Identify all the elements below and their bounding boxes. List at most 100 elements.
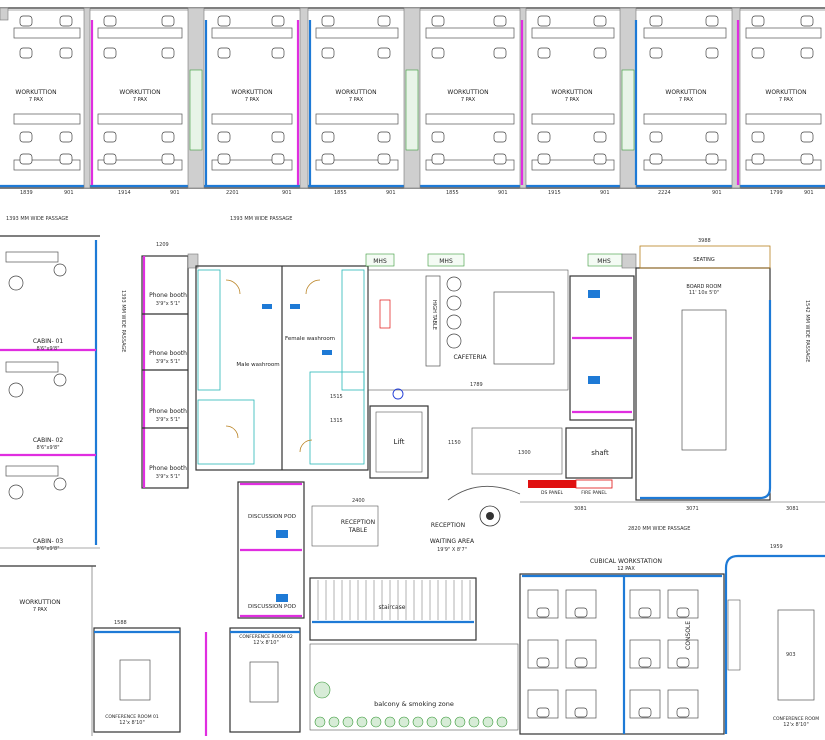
chair — [536, 707, 550, 718]
cabin-name: CABIN- 02 — [33, 437, 64, 444]
chair — [574, 657, 588, 668]
passage-label: 1542 MM WIDE PASSAGE — [804, 300, 810, 362]
workstation-pax: 7 PAX — [245, 97, 260, 103]
chair — [377, 131, 391, 143]
chair — [161, 153, 175, 165]
chair — [705, 131, 719, 143]
reception-waiting-label-2: WAITING AREA — [430, 538, 475, 545]
conference-room-size: 12'x 8'10" — [253, 640, 279, 646]
desk — [745, 113, 822, 125]
dimension: 2224 — [658, 190, 671, 196]
dimension: 1799 — [770, 190, 783, 196]
dimension: 903 — [786, 652, 796, 658]
chair — [800, 15, 814, 27]
workstation-pax: 7 PAX — [779, 97, 794, 103]
balcony: balcony & smoking zone — [309, 643, 519, 731]
chair — [705, 153, 719, 165]
plant — [440, 716, 452, 728]
passage-label: 1393 MM WIDE PASSAGE — [120, 290, 126, 352]
cubicle-desk — [565, 639, 597, 669]
chair — [751, 15, 765, 27]
phone-booth-size: 3'9"x 5'1" — [156, 474, 181, 480]
workstation-label: WORKUTTION — [551, 89, 592, 96]
desk — [643, 159, 727, 171]
chair — [19, 131, 33, 143]
passage-label: 2820 MM WIDE PASSAGE — [628, 526, 690, 532]
cabin-size: 8'6"x9'8" — [36, 445, 59, 451]
phone-booths: Phone booth 3'9"x 5'1" Phone booth 3'9"x… — [141, 253, 199, 489]
desk — [97, 27, 183, 39]
conference-room-name: CONFERENCE ROOM 01 — [105, 714, 159, 720]
desk — [643, 27, 727, 39]
board-room: SEATING BOARD ROOM 11' 10x 5'0" 1542 MM … — [635, 245, 810, 501]
balcony-label: balcony & smoking zone — [374, 700, 454, 708]
dimension: 1789 — [470, 382, 483, 388]
chair — [536, 607, 550, 618]
balcony-plants — [313, 681, 508, 728]
workstation-label: WORKUTTION — [119, 89, 160, 96]
chair — [593, 47, 607, 59]
chair — [431, 15, 445, 27]
workstation-label: WORKUTTION — [19, 599, 60, 606]
workstation-pax: 7 PAX — [679, 97, 694, 103]
chair — [638, 607, 652, 618]
board-room-size: 11' 10x 5'0" — [689, 290, 719, 296]
console-label: CONSOLE — [685, 621, 692, 650]
conference-room-name: CONFERENCE ROOM 02 — [239, 634, 293, 640]
mid-cabins: MHS — [569, 253, 637, 421]
bottom-left-workstations: WORKUTTION 7 PAX CONFERENCE ROOM 01 12'x… — [0, 565, 301, 736]
plant — [314, 716, 326, 728]
chair — [493, 15, 507, 27]
chair — [800, 131, 814, 143]
chair — [271, 153, 285, 165]
male-washroom-label: Male washroom — [236, 362, 279, 368]
chair — [593, 15, 607, 27]
dimension: 3071 — [686, 506, 699, 512]
chair — [751, 153, 765, 165]
chair — [493, 47, 507, 59]
top-passages: 1393 MM WIDE PASSAGE 1393 MM WIDE PASSAG… — [6, 216, 292, 222]
middle-passage: 2820 MM WIDE PASSAGE — [520, 501, 825, 532]
cabin-size: 8'6"x9'8" — [36, 346, 59, 352]
dimension: 1915 — [548, 190, 561, 196]
workstation-labels: WORKUTTION 7 PAX WORKUTTION 7 PAX WORKUT… — [15, 89, 806, 103]
conference-room-size: 12'x 8'10" — [783, 722, 809, 728]
chair — [103, 131, 117, 143]
cabin-name: CABIN- 03 — [33, 538, 64, 545]
passage-label: 1393 MM WIDE PASSAGE — [6, 216, 68, 222]
chair — [217, 131, 231, 143]
dimension: 1300 — [518, 450, 531, 456]
desk — [13, 159, 81, 171]
workstation-pax: 7 PAX — [349, 97, 364, 103]
workstation-label: WORKUTTION — [335, 89, 376, 96]
chair — [59, 131, 73, 143]
cubicle-desk — [565, 589, 597, 619]
washrooms: Male washroom Female washroom — [195, 265, 369, 471]
desk — [531, 113, 615, 125]
chair — [676, 657, 690, 668]
dimension: 1150 — [448, 440, 461, 446]
plant — [496, 716, 508, 728]
mhs-label: MHS — [597, 258, 611, 265]
cubical-workstation-pax: 12 PAX — [617, 566, 635, 572]
dimension: 2400 — [352, 498, 365, 504]
plant — [398, 716, 410, 728]
dimension: 901 — [170, 190, 180, 196]
discussion-pods: DISCUSSION POD DISCUSSION POD — [237, 481, 305, 619]
dimension: 901 — [804, 190, 814, 196]
chair — [431, 47, 445, 59]
cubical-workstation: CUBICAL WORKSTATION 12 PAX — [519, 558, 725, 735]
chair — [649, 153, 663, 165]
plant — [384, 716, 396, 728]
desk — [531, 159, 615, 171]
reception-table-label-2: TABLE — [348, 527, 368, 534]
desk — [745, 27, 822, 39]
workstation-pax: 7 PAX — [133, 97, 148, 103]
chair — [19, 15, 33, 27]
chair — [217, 153, 231, 165]
desk — [425, 27, 515, 39]
cubical-desks — [527, 589, 699, 719]
chair — [271, 15, 285, 27]
chair — [676, 707, 690, 718]
desk — [531, 27, 615, 39]
